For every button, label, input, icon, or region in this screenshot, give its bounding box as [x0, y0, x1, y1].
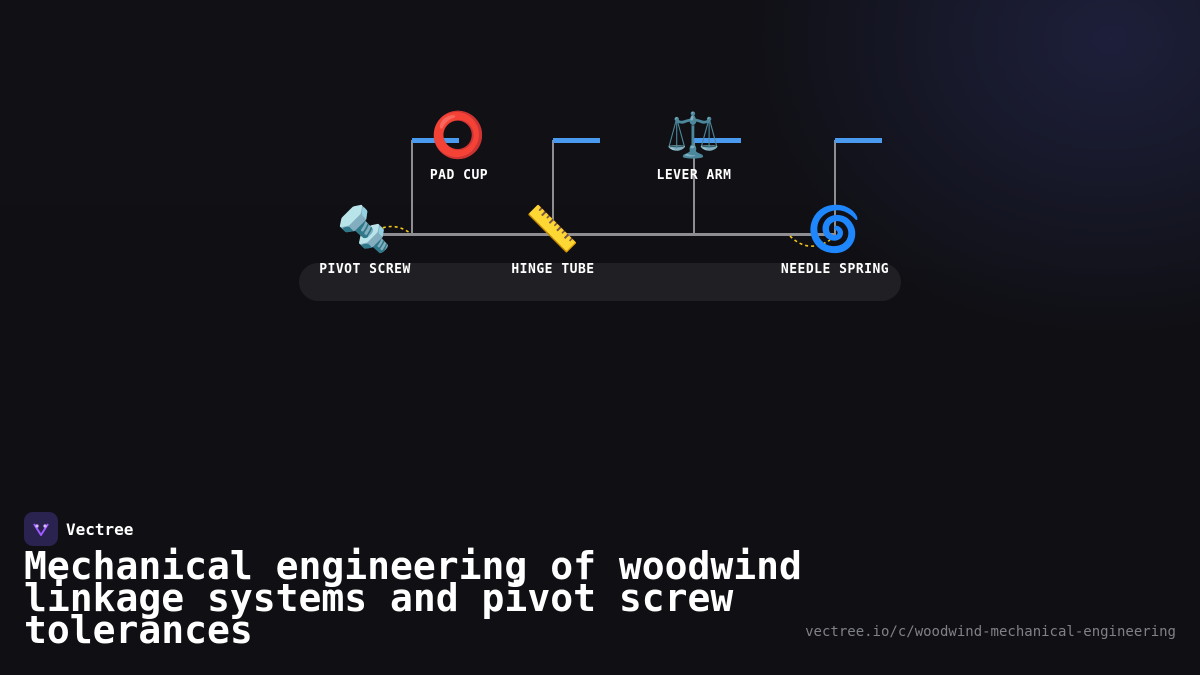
post-4 — [834, 140, 836, 234]
scales-icon: ⚖️ — [665, 110, 721, 161]
node-label-needle-spring: NEEDLE SPRING — [780, 262, 890, 277]
brand: Vectree — [24, 512, 133, 546]
base-plate — [299, 263, 901, 301]
brand-name: Vectree — [66, 519, 134, 539]
post-2 — [552, 140, 554, 234]
post-3 — [693, 140, 695, 234]
key-bar-1 — [412, 138, 459, 143]
node-label-pivot-screw: PIVOT SCREW — [319, 262, 411, 277]
ruler-icon: 📏 — [524, 204, 580, 255]
node-label-lever-arm: LEVER ARM — [656, 168, 732, 183]
node-label-pad-cup: PAD CUP — [429, 168, 489, 183]
spiral-icon: 🌀 — [806, 204, 862, 255]
vectree-logo-icon — [24, 512, 58, 546]
key-bar-4 — [835, 138, 882, 143]
linkage-rod — [364, 233, 836, 236]
page-title: Mechanical engineering of woodwind linka… — [24, 544, 802, 652]
key-bar-2 — [553, 138, 600, 143]
dashed-link-left — [371, 225, 411, 234]
circle-icon: ⭕ — [430, 110, 486, 161]
key-bar-3 — [694, 138, 741, 143]
screw-icon: 🔩 — [336, 204, 392, 255]
node-label-hinge-tube: HINGE TUBE — [511, 262, 595, 277]
post-1 — [411, 140, 413, 234]
page-url[interactable]: vectree.io/c/woodwind-mechanical-enginee… — [805, 624, 1176, 640]
